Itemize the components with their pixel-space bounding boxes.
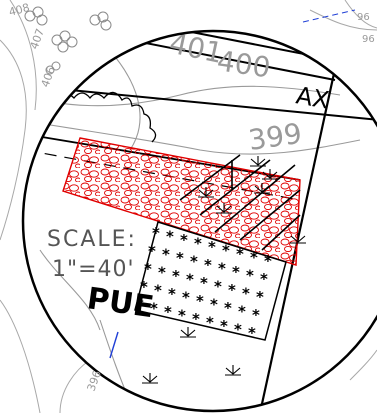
easement-star: * — [190, 253, 198, 271]
easement-star: * — [164, 303, 172, 321]
easement-star: * — [196, 292, 204, 310]
easement-star: * — [152, 224, 160, 242]
easement-star: * — [166, 228, 174, 246]
easement-star: * — [182, 289, 190, 307]
easement-star: * — [162, 246, 170, 264]
easement-star: * — [234, 321, 242, 339]
outer-tree-symbols — [24, 6, 112, 75]
easement-star: * — [222, 242, 230, 260]
easement-star: * — [252, 306, 260, 324]
easement-star: * — [178, 307, 186, 325]
easement-area — [134, 221, 287, 341]
contour-label-96-b: 96 — [362, 34, 375, 45]
easement-star: * — [204, 256, 212, 274]
tree-line — [59, 91, 157, 143]
road-label: AX — [294, 81, 331, 114]
easement-star: * — [248, 324, 256, 342]
easement-star: * — [140, 278, 148, 296]
marsh-symbol — [198, 187, 214, 198]
marsh-symbol — [225, 365, 241, 376]
easement-star: * — [228, 281, 236, 299]
easement-star: * — [210, 296, 218, 314]
easement-star: * — [192, 310, 200, 328]
easement-star: * — [136, 296, 144, 314]
scale-label: SCALE: — [47, 227, 137, 252]
easement-star: * — [214, 278, 222, 296]
easement-star: * — [264, 252, 272, 270]
magnified-area: ****************************************… — [23, 31, 377, 411]
easement-star: * — [176, 249, 184, 267]
marsh-symbol — [142, 373, 158, 384]
contour-label-406: 406 — [39, 65, 58, 89]
easement-star: * — [158, 264, 166, 282]
easement-star: * — [172, 267, 180, 285]
easement-star: * — [238, 303, 246, 321]
marsh-symbol — [262, 169, 278, 180]
contour-label-96-a: 96 — [357, 12, 370, 23]
contour-label-408: 408 — [7, 1, 31, 19]
easement-star: * — [246, 267, 254, 285]
easement-stars: ****************************************… — [136, 224, 272, 342]
easement-star: * — [200, 274, 208, 292]
blue-mark — [109, 331, 119, 359]
hatch-lines — [179, 154, 301, 251]
easement-star: * — [220, 317, 228, 335]
outer-blue-dashed-line — [302, 9, 356, 23]
easement-star: * — [154, 282, 162, 300]
riprap-area — [62, 137, 301, 266]
marsh-symbols — [142, 156, 306, 384]
marsh-symbol — [250, 156, 266, 167]
dashed-line — [24, 149, 301, 201]
marsh-symbol — [216, 203, 232, 214]
easement-star: * — [206, 314, 214, 332]
easement-star: * — [208, 238, 216, 256]
easement-star: * — [236, 245, 244, 263]
easement-star: * — [194, 235, 202, 253]
easement-star: * — [144, 260, 152, 278]
easement-star: * — [256, 288, 264, 306]
scale-value: 1"=40' — [52, 257, 135, 282]
contour-label-399: 399 — [246, 117, 304, 157]
easement-star: * — [180, 231, 188, 249]
marsh-symbol — [180, 327, 196, 338]
magnifier-circle — [21, 29, 377, 413]
easement-star: * — [250, 249, 258, 267]
easement-star: * — [260, 270, 268, 288]
easement-star: * — [150, 300, 158, 318]
easement-star: * — [186, 271, 194, 289]
contour-label-407: 407 — [28, 27, 47, 51]
easement-star: * — [148, 242, 156, 260]
easement-star: * — [242, 285, 250, 303]
contour-label-396: 396 — [85, 369, 104, 393]
marsh-symbol — [254, 183, 270, 194]
easement-star: * — [168, 285, 176, 303]
easement-star: * — [232, 263, 240, 281]
property-line — [258, 54, 340, 411]
marsh-symbol — [290, 233, 306, 244]
easement-star: * — [218, 260, 226, 278]
contour-label-400: 400 — [215, 44, 273, 84]
easement-star: * — [224, 299, 232, 317]
